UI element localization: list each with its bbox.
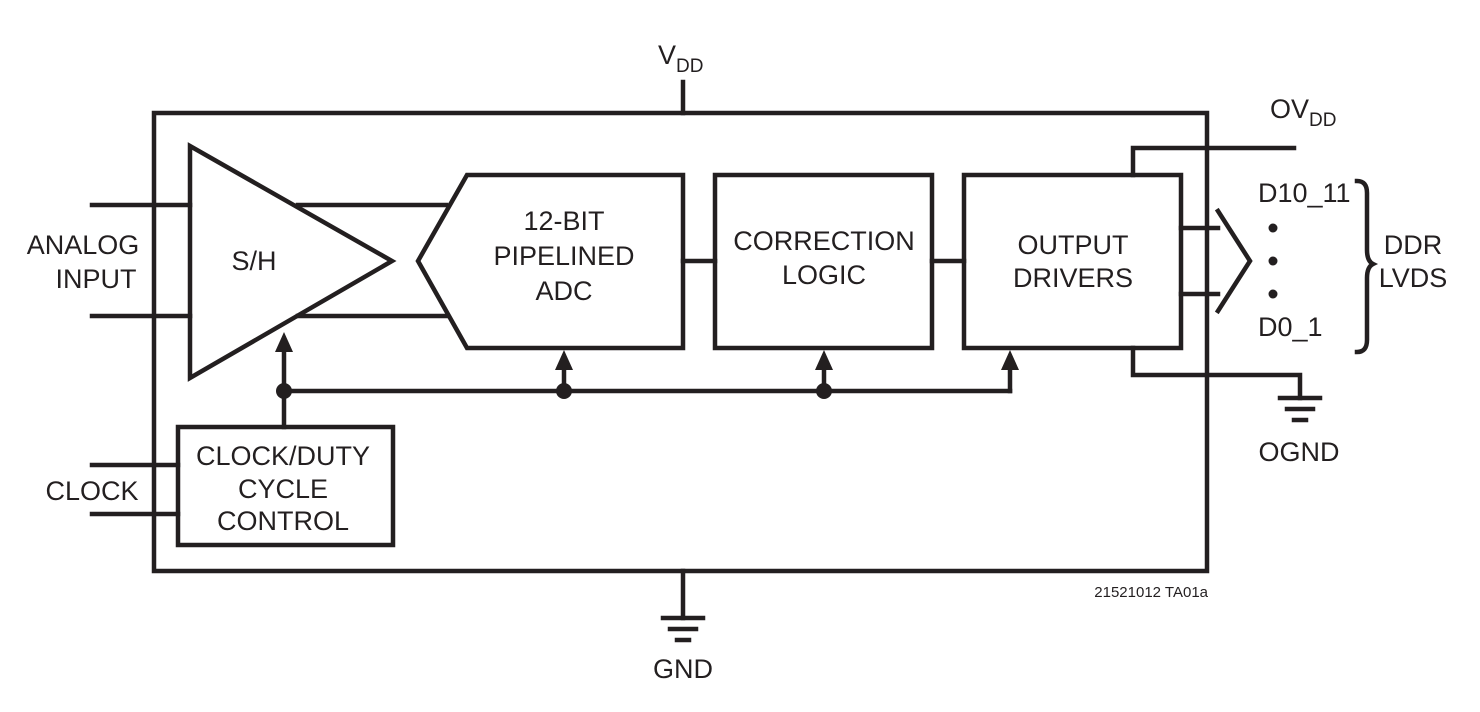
adc-label-line1: 12-BIT xyxy=(523,206,604,236)
clock-arrow-output xyxy=(1001,350,1019,370)
pipelined-adc-block xyxy=(415,172,686,351)
data-bit-bottom-label: D0_1 xyxy=(1258,312,1323,342)
clock-ctrl-label-line2: CYCLE xyxy=(238,474,328,504)
ellipsis-dot-2 xyxy=(1268,256,1278,266)
analog-input-label-line1: ANALOG xyxy=(27,230,140,260)
chip-outline xyxy=(151,110,1210,574)
clock-ctrl-label-line1: CLOCK/DUTY xyxy=(196,441,370,471)
ovdd-label-main: OV xyxy=(1270,94,1309,124)
output-drivers-block xyxy=(961,172,1184,351)
clock-junction-sh xyxy=(276,383,292,399)
ovdd-label-sub: DD xyxy=(1309,110,1336,131)
output-label-line1: OUTPUT xyxy=(1018,230,1129,260)
ognd-wire xyxy=(1130,345,1303,401)
gnd-label: GND xyxy=(653,654,713,684)
sample-hold-amplifier xyxy=(187,142,397,382)
clock-arrow-adc xyxy=(555,350,573,370)
clock-arrow-correction xyxy=(815,350,833,370)
ovdd-label: OVDD xyxy=(1270,94,1336,131)
ellipsis-dot-1 xyxy=(1268,223,1278,233)
adc-label-line2: PIPELINED xyxy=(493,241,634,271)
clock-arrow-sh xyxy=(275,332,293,352)
vdd-label-sub: DD xyxy=(676,56,703,77)
clock-junction-correction xyxy=(816,383,832,399)
gnd-symbol xyxy=(660,615,706,643)
correction-label-line2: LOGIC xyxy=(782,260,866,290)
clock-ctrl-label-line3: CONTROL xyxy=(217,506,349,536)
adc-label-line3: ADC xyxy=(535,276,592,306)
ognd-symbol xyxy=(1277,395,1323,423)
analog-input-label-line2: INPUT xyxy=(56,264,137,294)
ognd-label: OGND xyxy=(1259,437,1340,467)
vdd-label: VDD xyxy=(658,40,703,77)
clock-label: CLOCK xyxy=(45,476,138,506)
output-label-line2: DRIVERS xyxy=(1013,263,1133,293)
ddr-label: DDR xyxy=(1384,230,1443,260)
correction-label-line1: CORRECTION xyxy=(733,226,915,256)
figure-id-label: 21521012 TA01a xyxy=(1094,584,1208,601)
data-bit-top-label: D10_11 xyxy=(1258,178,1351,208)
sample-hold-label: S/H xyxy=(231,246,276,276)
vdd-label-main: V xyxy=(658,40,676,70)
ovdd-wire xyxy=(1130,145,1297,178)
output-bus-arrow xyxy=(1178,207,1253,315)
output-brace xyxy=(1354,178,1379,355)
lvds-label: LVDS xyxy=(1379,263,1448,293)
clock-junction-adc xyxy=(556,383,572,399)
ellipsis-dot-3 xyxy=(1268,289,1278,299)
